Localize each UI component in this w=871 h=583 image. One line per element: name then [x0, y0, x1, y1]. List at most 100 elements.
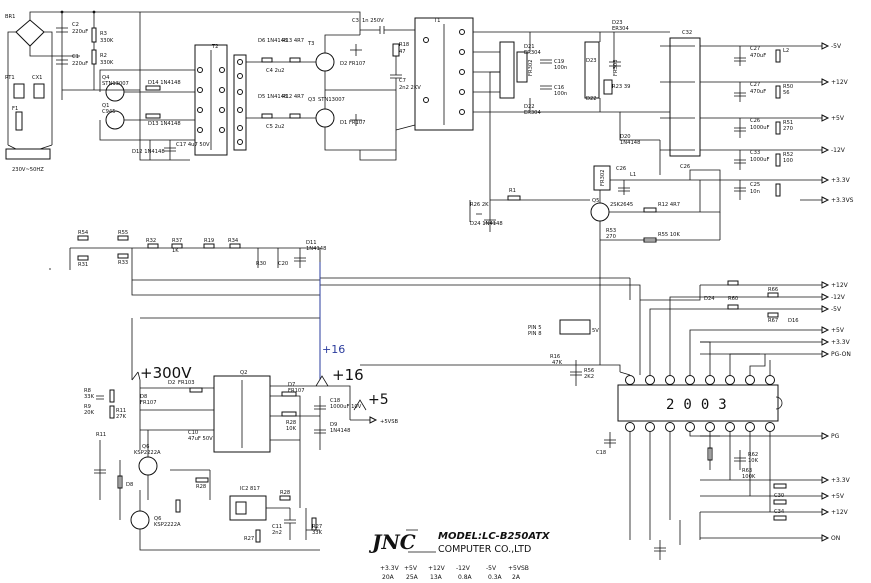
svg-text:5V: 5V [592, 328, 599, 334]
ic-2003-label: 2003 [666, 397, 736, 413]
rail-label-plus12: +12V [831, 79, 849, 86]
svg-text:R11: R11 [116, 408, 126, 414]
svg-text:10n: 10n [750, 189, 760, 195]
spec-table: +3.3V +5V +12V -12V -5V +5VSB 20A 25A 13… [380, 565, 529, 581]
svg-text:1000uF 10V: 1000uF 10V [330, 404, 362, 410]
input-label: 230V~50HZ [12, 167, 44, 173]
svg-text:C5 2u2: C5 2u2 [266, 124, 284, 130]
svg-text:33K: 33K [84, 394, 95, 400]
svg-text:220uF: 220uF [72, 29, 88, 35]
svg-text:FR103: FR103 [178, 380, 195, 386]
svg-text:Q3: Q3 [308, 97, 315, 103]
output-inductor-l2 [669, 37, 701, 157]
svg-text:330K: 330K [100, 60, 114, 66]
switch-transistor-q4 [315, 108, 335, 128]
svg-text:C2: C2 [72, 22, 79, 28]
note-plus300v: +300V [140, 364, 192, 382]
svg-text:R27: R27 [244, 536, 254, 542]
svg-text:R8: R8 [84, 388, 91, 394]
svg-text:R18: R18 [399, 42, 409, 48]
rail-label-minus12: -12V [831, 147, 846, 154]
svg-text:R12 4R7: R12 4R7 [282, 94, 304, 100]
schottky-fr303 [584, 41, 600, 99]
svg-text:D9: D9 [330, 422, 337, 428]
half-bridge-section: T2 Q4 STN13007 Q1 C945 D14 1N4148 D13 1N… [99, 34, 365, 160]
svg-text:47: 47 [399, 49, 406, 55]
comp-ref: BR1 [5, 14, 15, 20]
svg-text:1K: 1K [172, 248, 179, 254]
svg-text:D23: D23 [586, 58, 597, 64]
svg-text:270: 270 [606, 234, 616, 240]
svg-text:D22: D22 [524, 104, 535, 110]
svg-text:25A: 25A [406, 574, 419, 581]
svg-text:D23: D23 [612, 20, 623, 26]
schottky-fr302 [499, 41, 515, 99]
svg-text:R60: R60 [728, 296, 738, 302]
svg-text:+5VSB: +5VSB [508, 565, 529, 572]
svg-text:47K: 47K [552, 360, 563, 366]
optocoupler-ic2 [229, 495, 267, 521]
svg-text:R50: R50 [783, 84, 793, 90]
svg-text:C26: C26 [680, 164, 690, 170]
svg-text:C945: C945 [102, 109, 116, 115]
svg-text:270: 270 [783, 126, 793, 132]
svg-text:T1: T1 [433, 18, 440, 24]
ic-2003-body [617, 384, 779, 422]
company-name: COMPUTER CO.,LTD [438, 544, 531, 555]
svg-text:Q6: Q6 [142, 444, 149, 450]
svg-text:C17 4u7 50V: C17 4u7 50V [176, 142, 210, 148]
note-plus5: +5 [368, 392, 389, 408]
rail-label-plus5: +5V [831, 115, 845, 122]
mains-input-section: 230V~50HZ BR1 RT1 CX1 F1 [5, 11, 140, 173]
svg-text:13A: 13A [430, 574, 443, 581]
svg-text:1n 250V: 1n 250V [362, 18, 384, 24]
svg-text:R34: R34 [228, 238, 239, 244]
svg-text:D16: D16 [788, 318, 799, 324]
svg-text:470uF: 470uF [750, 53, 766, 59]
svg-text:+12V: +12V [831, 509, 849, 516]
svg-text:20A: 20A [382, 574, 395, 581]
svg-text:R16: R16 [550, 354, 560, 360]
svg-text:C3: C3 [352, 18, 359, 24]
switch-transistor-q3 [315, 52, 335, 72]
svg-text:D11: D11 [306, 240, 317, 246]
svg-text:R28: R28 [196, 484, 206, 490]
svg-text:D7: D7 [288, 382, 295, 388]
svg-text:RT1: RT1 [5, 75, 15, 81]
svg-text:STN13007: STN13007 [102, 81, 129, 87]
magamp-3v3-section: FR302 C26 C26 C25 10n +3.3V +3.3VS L1 Q5… [469, 164, 854, 300]
standby-transformer-t3 [213, 375, 271, 453]
svg-text:R30: R30 [256, 261, 266, 267]
note-plus16: +16 [332, 366, 364, 384]
svg-text:D1 FR107: D1 FR107 [340, 120, 365, 126]
bulk-capacitors: C2 220uF C1 220uF R3 330K R2 330K [56, 10, 140, 91]
svg-text:2SK2645: 2SK2645 [610, 202, 633, 208]
svg-text:R2: R2 [100, 53, 107, 59]
svg-text:Q4: Q4 [102, 75, 110, 81]
svg-text:R53: R53 [606, 228, 616, 234]
svg-text:Q6: Q6 [154, 516, 161, 522]
svg-text:D14 1N4148: D14 1N4148 [148, 80, 181, 86]
svg-text:470uF: 470uF [750, 89, 766, 95]
svg-text:R13 4R7: R13 4R7 [282, 38, 304, 44]
svg-text:+5V: +5V [831, 493, 845, 500]
svg-text:10K: 10K [748, 458, 759, 464]
regulator-transistor-q7 [590, 202, 610, 222]
svg-text:ON: ON [831, 535, 840, 542]
svg-text:R51: R51 [783, 120, 793, 126]
svg-text:PG-ON: PG-ON [831, 351, 851, 358]
svg-text:2A: 2A [512, 574, 521, 581]
svg-text:C26: C26 [616, 166, 626, 172]
svg-text:56: 56 [783, 90, 790, 96]
svg-text:R11: R11 [96, 432, 106, 438]
svg-text:330K: 330K [100, 38, 114, 44]
svg-text:D20: D20 [620, 134, 631, 140]
svg-text:ER304: ER304 [612, 26, 629, 32]
svg-text:R9: R9 [84, 404, 91, 410]
svg-text:33K: 33K [312, 530, 323, 536]
svg-text:D13 1N4148: D13 1N4148 [148, 121, 181, 127]
svg-text:1N4148: 1N4148 [620, 140, 640, 146]
svg-text:220uF: 220uF [72, 61, 88, 67]
svg-text:20K: 20K [84, 410, 95, 416]
